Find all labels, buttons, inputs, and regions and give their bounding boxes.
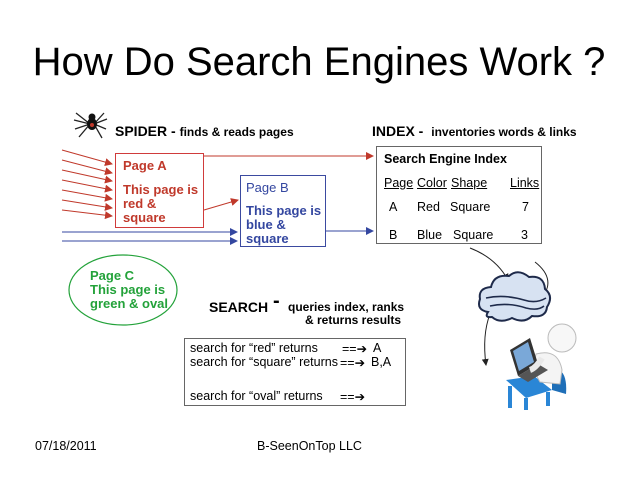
red-arrow-7 [61, 209, 113, 220]
page-a-line-2: red & [123, 196, 157, 211]
query-1-arrow: ==➔ [342, 342, 368, 356]
query-3-text: search for “oval” returns [190, 389, 323, 403]
query-3-arrow: ==➔ [340, 390, 366, 404]
index-header-page: Page [384, 176, 414, 190]
page-b-line-3: square [246, 231, 289, 246]
spider-header: SPIDER - finds & reads pages [115, 123, 294, 139]
index-row-b-shape: Square [453, 228, 494, 242]
search-label: SEARCH [209, 299, 269, 315]
page-b-line-2: blue & [246, 217, 286, 232]
page-b-line-1: This page is [246, 203, 322, 218]
index-row-b-page: B [389, 228, 398, 242]
index-header: INDEX - inventories words & links [372, 123, 577, 139]
index-description: inventories words & links [431, 125, 577, 139]
query-1-text: search for “red” returns [190, 341, 318, 355]
index-header-links: Links [510, 176, 540, 190]
index-header-shape: Shape [451, 176, 488, 190]
red-arrow-2 [61, 159, 113, 176]
index-row-b-links: 3 [521, 228, 528, 242]
page-c-line-2: This page is [90, 282, 166, 297]
red-arrow-6 [61, 199, 113, 211]
red-arrow-3 [61, 169, 113, 184]
red-arrow-1 [61, 149, 113, 166]
page-a-box [115, 153, 204, 228]
index-label: INDEX - [372, 123, 424, 139]
search-dash: - [273, 290, 280, 312]
page-b-title: Page B [246, 180, 289, 195]
red-arrow-page-a-to-page-b [203, 198, 239, 211]
spider-description: finds & reads pages [179, 125, 294, 139]
query-2-arrow: ==➔ [340, 356, 366, 370]
footer-date: 07/18/2011 [35, 439, 97, 453]
index-row-a-links: 7 [522, 200, 529, 214]
cloud-icon [478, 271, 551, 322]
footer-company: B-SeenOnTop LLC [257, 439, 362, 453]
page-c-line-3: green & oval [90, 296, 169, 311]
search-queries-box [184, 338, 406, 406]
page-c-oval [68, 254, 178, 326]
search-description-line-2: & returns results [305, 313, 402, 327]
search-engine-index-box [376, 146, 542, 244]
index-row-a-page: A [389, 200, 398, 214]
page-b-box [240, 175, 326, 247]
query-1-result: A [373, 341, 382, 355]
index-row-b-color: Blue [417, 228, 443, 242]
slide-title: How Do Search Engines Work ? [32, 40, 606, 84]
index-row-a-shape: Square [450, 200, 491, 214]
red-arrow-4 [61, 179, 113, 193]
index-header-color: Color [417, 176, 447, 190]
search-description-line-1: queries index, ranks [288, 300, 405, 314]
page-a-line-3: square [123, 210, 166, 225]
query-2-result: B,A [371, 355, 392, 369]
spider-label: SPIDER - [115, 123, 176, 139]
index-row-a-color: Red [417, 200, 440, 214]
index-title: Search Engine Index [384, 152, 507, 166]
query-2-text: search for “square” returns [190, 355, 338, 369]
laptop-person-icon [506, 323, 577, 410]
red-arrow-5 [61, 189, 113, 202]
page-a-line-1: This page is [123, 182, 199, 197]
page-a-title: Page A [123, 158, 167, 173]
page-c-line-1: Page C [90, 268, 135, 283]
spider-icon [73, 112, 108, 139]
